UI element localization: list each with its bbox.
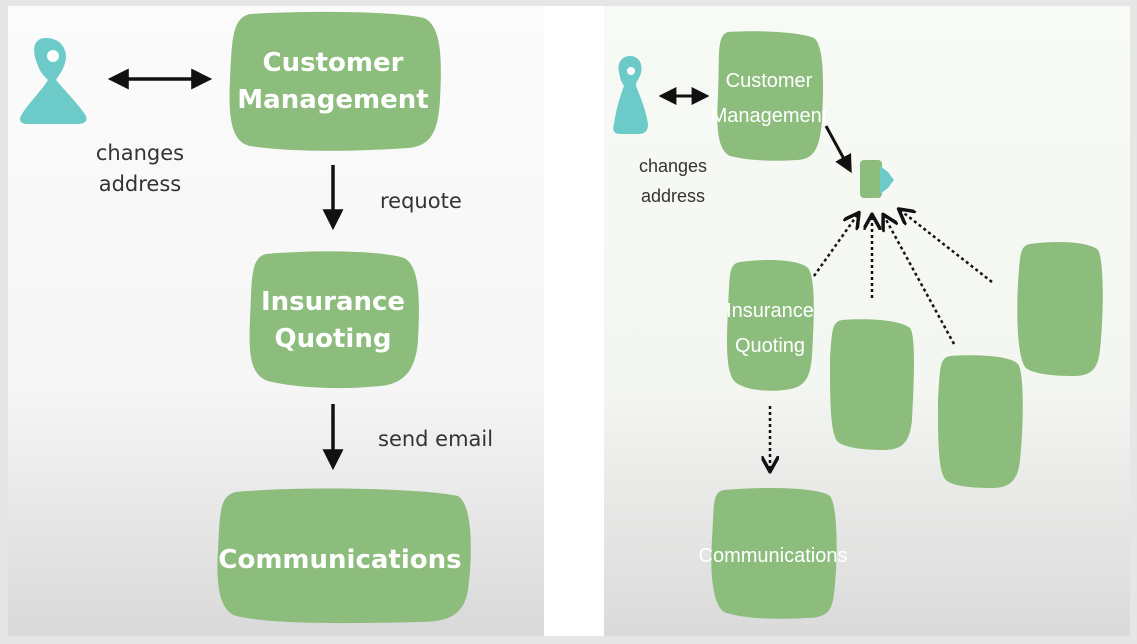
box-b-to-event-dashed-arrow [884,216,956,345]
insurance-quoting-label-line1: Insurance [261,287,405,317]
communications-label: Communications [218,545,461,575]
customer-management-right-line1: Customer [726,70,813,92]
actor-label-right-line1: changes [639,156,707,176]
right-panel: changes address Customer Management Insu… [604,6,1130,636]
actor-label-line2: address [99,172,182,196]
box-c-to-event-dashed-arrow [900,210,993,283]
person-icon-right [613,56,648,134]
customer-management-node: Customer Management [229,11,441,151]
panel-separator [544,6,604,636]
left-panel: changes address Customer Management requ… [8,6,544,636]
person-icon [20,38,87,124]
customer-management-label-line2: Management [237,85,428,115]
customer-management-right-line2: Management [711,105,828,127]
communications-node: Communications [217,488,471,624]
insurance-quoting-node: Insurance Quoting [249,251,419,389]
event-tag-icon [860,160,894,198]
quoting-to-event-dashed-arrow [812,214,858,277]
customer-management-node-right: Customer Management [711,31,828,161]
empty-service-box-c [1017,242,1103,376]
communications-right-label: Communications [699,545,848,567]
customer-management-label-line1: Customer [263,48,404,78]
insurance-quoting-right-line2: Quoting [735,335,805,357]
requote-label: requote [380,189,462,213]
insurance-quoting-label-line2: Quoting [275,324,392,354]
actor-label-right-line2: address [641,186,705,206]
customer-to-event-arrow [824,125,852,174]
empty-service-box-a [830,319,914,450]
insurance-quoting-right-line1: Insurance [726,300,814,322]
send-email-label: send email [378,427,493,451]
actor-label-line1: changes [96,141,184,165]
communications-node-right: Communications [699,488,848,619]
empty-service-box-b [938,355,1023,488]
insurance-quoting-node-right: Insurance Quoting [726,260,814,391]
